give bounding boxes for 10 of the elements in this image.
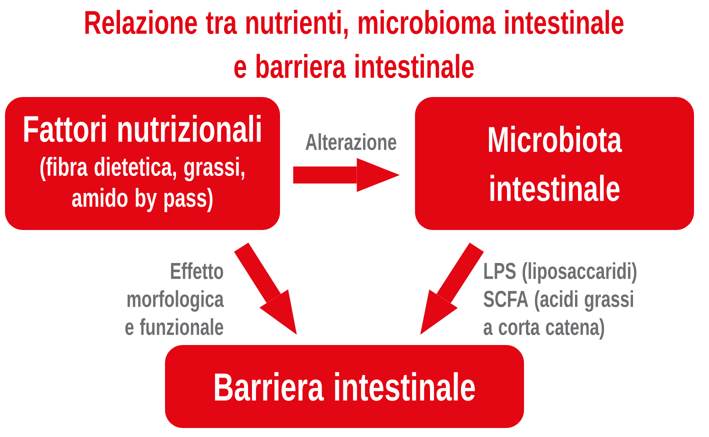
arrow: [293, 158, 400, 192]
rounded-box: Barriera intestinale: [165, 345, 524, 428]
edge-label: Effetto morfologica e funzionale: [125, 262, 224, 336]
rounded-box: Microbiota intestinale: [415, 97, 694, 230]
rounded-box: Fattori nutrizionali (fibra dietetica, grassi, amido by pass): [5, 97, 280, 230]
arrow: [234, 242, 297, 335]
edge-label: Alterazione: [306, 133, 396, 150]
title: Relazione tra nutrienti, microbioma intestinale e barriera intestinale: [85, 10, 624, 78]
edge-label: LPS (liposaccaridi) SCFA (acidi grassi a corta catena): [484, 262, 636, 340]
arrow: [420, 242, 484, 335]
